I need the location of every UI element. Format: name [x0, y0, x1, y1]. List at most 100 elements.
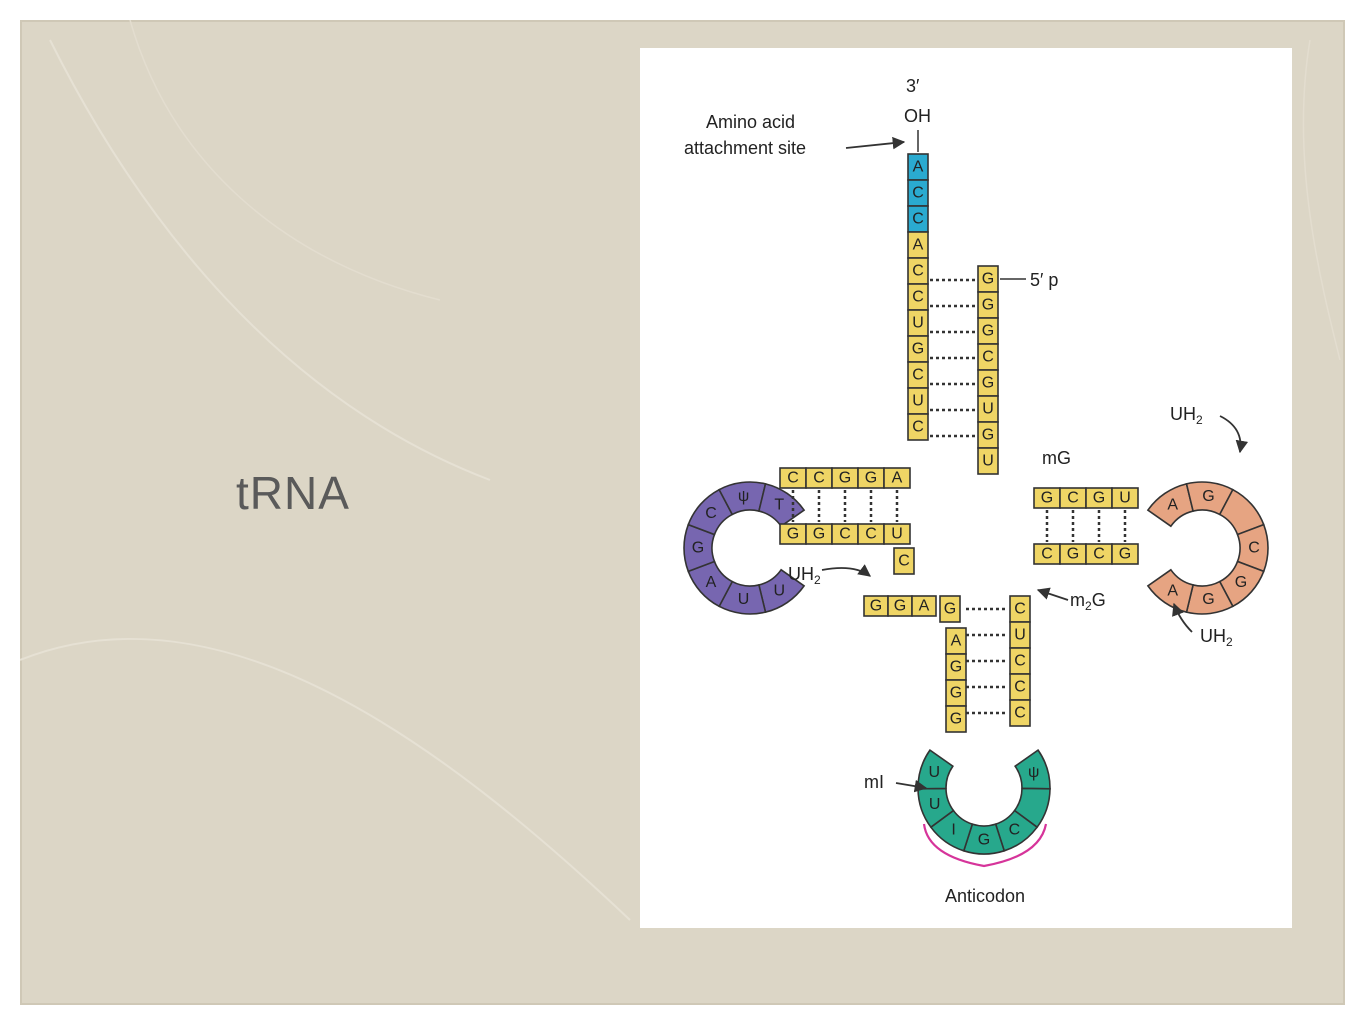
d-loop-nucleotide-letter-3: G	[692, 540, 704, 557]
connector-nucleotide-row-1-letter: G	[894, 598, 906, 615]
connector-nucleotide-row-0-letter: G	[870, 598, 882, 615]
t-loop-nucleotide-letter-6: A	[1167, 582, 1178, 599]
uh2-left-label: UH2	[788, 564, 821, 587]
connector-nucleotide-0-0-letter: C	[898, 553, 910, 570]
d-stem-top-nucleotide-4	[883, 467, 911, 489]
d-loop-nucleotide-letter-5: ψ	[738, 488, 749, 505]
t-stem-top-nucleotide-3-letter: U	[1119, 490, 1131, 507]
uh2-bottom-label: UH2	[1200, 626, 1233, 649]
acceptor-3prime-nucleotide-7	[907, 413, 929, 441]
anticodon-stem-right-nucleotide-3-letter: C	[1014, 679, 1026, 696]
d-loop-nucleotide-letter-6: T	[774, 497, 784, 514]
anticodon-loop-nucleotide-letter-6: U	[929, 764, 941, 781]
acceptor-3prime-nucleotide-0-letter: A	[913, 237, 924, 254]
d-stem-top-nucleotide-2-letter: G	[839, 470, 851, 487]
anticodon-loop-nucleotide-letter-5: U	[929, 796, 941, 813]
d-loop-nucleotide-letter-4: C	[705, 505, 717, 522]
connector-nucleotide-row-2-letter: A	[919, 598, 930, 615]
m2g-arrow	[1036, 587, 1069, 601]
connector-nucleotide-0-0	[893, 547, 915, 575]
acceptor-3prime-nucleotide-4-letter: G	[912, 341, 924, 358]
anticodon-loop-nucleotide-letter-0: ψ	[1028, 764, 1039, 781]
t-stem-bottom-nucleotide-1-letter: G	[1067, 546, 1079, 563]
d-stem-bottom-nucleotide-2-letter: C	[839, 526, 851, 543]
t-stem-top-nucleotide-0-letter: G	[1041, 490, 1053, 507]
t-loop-nucleotide-letter-3: C	[1248, 540, 1260, 557]
anticodon-stem-left-nucleotide-0-letter: A	[951, 633, 962, 650]
d-stem-bottom-nucleotide-1-letter: G	[813, 526, 825, 543]
anticodon-loop-nucleotide-letter-2: C	[1009, 822, 1021, 839]
acceptor-3prime-nucleotide-1-letter: C	[912, 263, 924, 280]
acceptor-5prime-nucleotide-2-letter: G	[982, 323, 994, 340]
d-stem-top-nucleotide-1-letter: C	[813, 470, 825, 487]
d-stem-bottom-nucleotide-4-letter: U	[891, 526, 903, 543]
amino-acid-arrow	[845, 136, 906, 150]
uh2-bottom-arrow	[1172, 602, 1193, 633]
t-stem-top-nucleotide-3	[1111, 487, 1139, 509]
t-stem-bottom-nucleotide-3	[1111, 543, 1139, 565]
t-stem-top-nucleotide-2-letter: G	[1093, 490, 1105, 507]
connector-nucleotide-row-2	[911, 595, 937, 617]
t-loop-nucleotide-letter-5: G	[1202, 591, 1214, 608]
acceptor-5prime-nucleotide-7-letter: U	[982, 453, 994, 470]
anticodon-stem-right-nucleotide-4-letter: C	[1014, 705, 1026, 722]
acceptor-end-nucleotide-2-letter: C	[912, 211, 924, 228]
paper-texture	[20, 20, 1341, 921]
uh2-top-arrow	[1219, 415, 1249, 454]
mi-label: mI	[864, 772, 884, 792]
d-stem-bottom-nucleotide-4	[883, 523, 911, 545]
acceptor-5prime-nucleotide-0-letter: G	[982, 271, 994, 288]
acceptor-5prime-nucleotide-1-letter: G	[982, 297, 994, 314]
d-stem-top-nucleotide-4-letter: A	[892, 470, 903, 487]
acceptor-3prime-nucleotide-5-letter: C	[912, 367, 924, 384]
t-stem-bottom-nucleotide-0-letter: C	[1041, 546, 1053, 563]
acceptor-3prime-nucleotide-6-letter: U	[912, 393, 924, 410]
anticodon-stem-right-nucleotide-4	[1009, 699, 1031, 727]
anticodon-loop-nucleotide-letter-3: G	[978, 832, 990, 849]
acceptor-5prime-nucleotide-3-letter: C	[982, 349, 994, 366]
anticodon-stem-right-nucleotide-0-letter: C	[1014, 601, 1026, 618]
d-loop-nucleotide-letter-2: A	[706, 574, 717, 591]
acceptor-3prime-nucleotide-3-letter: U	[912, 315, 924, 332]
mi-arrow	[895, 779, 928, 793]
acceptor-end-nucleotide-0-letter: A	[913, 159, 924, 176]
anticodon-loop-nucleotide-6	[917, 749, 954, 790]
anticodon-loop-nucleotide-letter-4: I	[951, 822, 955, 839]
connector-nucleotide-4-0	[939, 595, 961, 623]
acceptor-3prime-nucleotide-2-letter: C	[912, 289, 924, 306]
t-loop-nucleotide-letter-4: G	[1235, 574, 1247, 591]
d-stem-bottom-nucleotide-0-letter: G	[787, 526, 799, 543]
acceptor-3prime-nucleotide-7-letter: C	[912, 419, 924, 436]
t-stem-top-nucleotide-1-letter: C	[1067, 490, 1079, 507]
anticodon-stem-left-nucleotide-3-letter: G	[950, 711, 962, 728]
d-loop-nucleotide-letter-1: U	[738, 591, 750, 608]
anticodon-stem-right-nucleotide-2-letter: C	[1014, 653, 1026, 670]
anticodon-bracket	[922, 823, 1048, 868]
anticodon-stem-right-nucleotide-1-letter: U	[1014, 627, 1026, 644]
oh-label: OH	[904, 106, 931, 126]
anticodon-stem-left-nucleotide-3	[945, 705, 967, 733]
acceptor-5prime-nucleotide-5-letter: U	[982, 401, 994, 418]
acceptor-5prime-nucleotide-7	[977, 447, 999, 475]
amino-acid-label-line1: Amino acid	[706, 112, 795, 132]
m2g-label: m2G	[1070, 590, 1106, 613]
slide-title: tRNA	[236, 467, 350, 519]
acceptor-5prime-nucleotide-6-letter: G	[982, 427, 994, 444]
uh2-top-label: UH2	[1170, 404, 1203, 427]
acceptor-end-nucleotide-1-letter: C	[912, 185, 924, 202]
d-stem-bottom-nucleotide-3-letter: C	[865, 526, 877, 543]
t-loop-nucleotide-letter-0: A	[1167, 497, 1178, 514]
d-stem-top-nucleotide-0-letter: C	[787, 470, 799, 487]
three-prime-label: 3′	[906, 76, 920, 96]
uh2-left-arrow	[821, 564, 872, 577]
anticodon-stem-left-nucleotide-2-letter: G	[950, 685, 962, 702]
acceptor-5prime-nucleotide-4-letter: G	[982, 375, 994, 392]
mg-label: mG	[1042, 448, 1071, 468]
connector-nucleotide-4-0-letter: G	[944, 601, 956, 618]
d-loop-nucleotide-letter-0: U	[774, 582, 786, 599]
t-loop-nucleotide-letter-1: G	[1202, 488, 1214, 505]
t-stem-bottom-nucleotide-2-letter: C	[1093, 546, 1105, 563]
anticodon-label: Anticodon	[945, 886, 1025, 906]
